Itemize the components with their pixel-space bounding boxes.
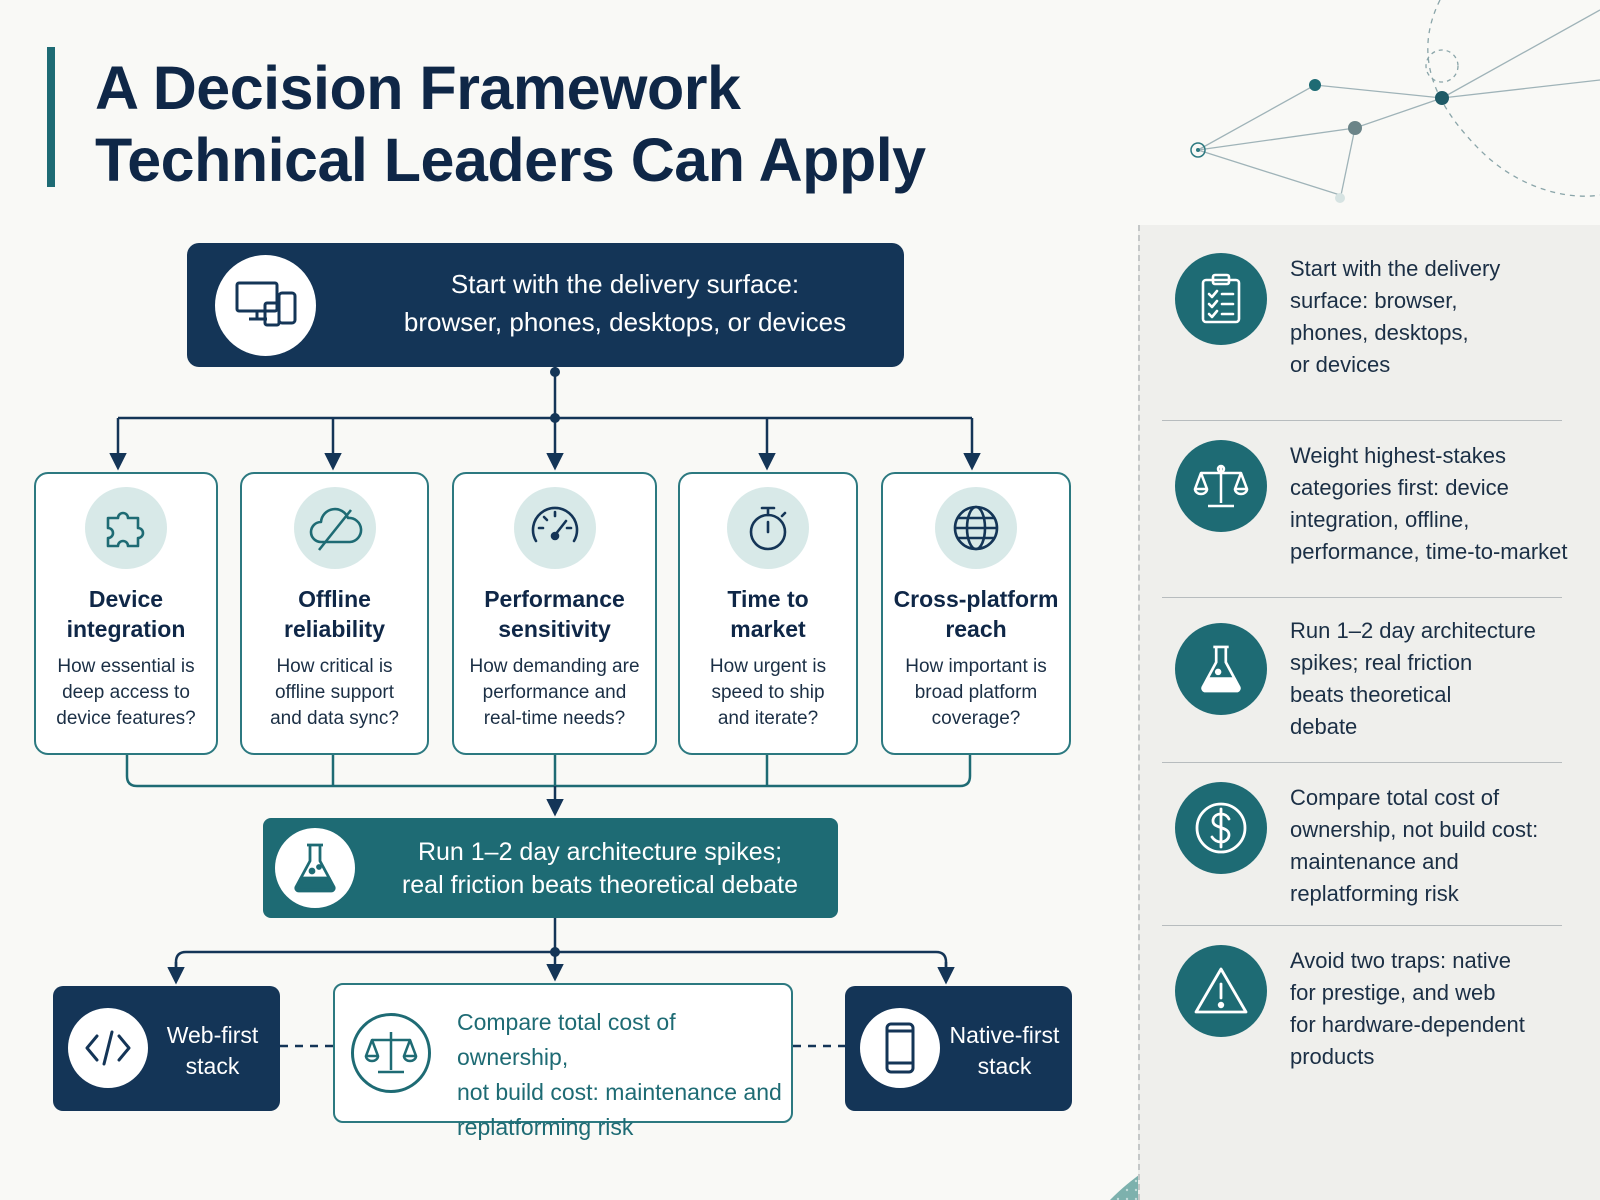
native-first-line-1: Native-first bbox=[949, 1022, 1060, 1048]
cost-line-3: replatforming risk bbox=[457, 1114, 634, 1140]
start-box-line-1: Start with the delivery surface: bbox=[450, 269, 800, 299]
summary-line: Avoid two traps: native bbox=[1290, 948, 1511, 973]
criterion-desc-2: offline support bbox=[274, 682, 394, 703]
stopwatch-icon bbox=[727, 487, 809, 569]
summary-line: beats theoretical bbox=[1290, 682, 1452, 707]
network-decoration bbox=[1197, 0, 1600, 201]
divider bbox=[1162, 420, 1562, 421]
divider bbox=[1162, 597, 1562, 598]
criterion-card-cross-platform-reach: Cross-platform reach How important is broa… bbox=[881, 472, 1071, 755]
total-cost-box: Compare total cost of ownership, not bui… bbox=[333, 983, 793, 1140]
summary-line: products bbox=[1290, 1044, 1375, 1069]
criterion-title-1: Time to bbox=[727, 586, 809, 612]
warning-icon bbox=[1175, 945, 1267, 1037]
criterion-desc-2: broad platform bbox=[914, 682, 1038, 703]
divider bbox=[1162, 762, 1562, 763]
criterion-card-device-integration: Device integration How essential is deep a… bbox=[34, 472, 218, 755]
code-icon bbox=[68, 1008, 148, 1088]
criterion-card-time-to-market: Time to market How urgent is speed to ship… bbox=[678, 472, 858, 755]
flask-icon bbox=[275, 828, 355, 908]
criterion-title-1: Performance bbox=[484, 586, 625, 612]
summary-line: maintenance and bbox=[1290, 849, 1459, 874]
native-first-stack-box: Native-first stack bbox=[845, 986, 1072, 1111]
native-first-line-2: stack bbox=[977, 1053, 1032, 1079]
gauge-icon bbox=[513, 487, 596, 569]
summary-line: for prestige, and web bbox=[1290, 980, 1496, 1005]
criterion-card-offline-reliability: Offline reliability How critical is offlin… bbox=[240, 472, 429, 755]
summary-line: phones, desktops, bbox=[1290, 320, 1469, 345]
criterion-desc-2: performance and bbox=[482, 682, 627, 703]
summary-line: Run 1–2 day architecture bbox=[1290, 618, 1536, 643]
summary-panel: Start with the delivery surface: browser… bbox=[1138, 225, 1600, 1200]
flask-icon bbox=[1175, 623, 1267, 715]
globe-icon bbox=[935, 487, 1017, 569]
criterion-desc-1: How important is bbox=[905, 656, 1047, 677]
divider bbox=[1162, 925, 1562, 926]
scale-icon bbox=[351, 1013, 431, 1093]
summary-line: ownership, not build cost: bbox=[1290, 817, 1539, 842]
devices-icon bbox=[215, 255, 316, 356]
summary-line: surface: browser, bbox=[1290, 288, 1458, 313]
criterion-title-1: Cross-platform bbox=[893, 586, 1059, 612]
criterion-title-2: reach bbox=[945, 616, 1007, 642]
criterion-desc-2: deep access to bbox=[62, 682, 190, 703]
summary-line: categories first: device bbox=[1290, 475, 1509, 500]
criterion-desc-2: speed to ship bbox=[711, 682, 825, 703]
criterion-title-2: integration bbox=[66, 616, 186, 642]
criterion-desc-3: device features? bbox=[56, 708, 196, 729]
title-line-1: A Decision Framework bbox=[95, 54, 741, 122]
criterion-desc-3: coverage? bbox=[931, 708, 1021, 729]
summary-line: Compare total cost of bbox=[1290, 785, 1500, 810]
cost-line-1: Compare total cost of ownership, bbox=[457, 1009, 676, 1070]
criterion-title-2: market bbox=[730, 616, 806, 642]
cloud-offline-icon bbox=[293, 487, 376, 569]
clipboard-checklist-icon bbox=[1175, 253, 1267, 345]
title-line-2: Technical Leaders Can Apply bbox=[95, 126, 926, 194]
dollar-icon bbox=[1175, 782, 1267, 874]
criterion-desc-3: and data sync? bbox=[270, 708, 399, 729]
smartphone-icon bbox=[860, 1008, 940, 1088]
criterion-title-1: Offline bbox=[298, 586, 371, 612]
criterion-title-1: Device bbox=[88, 586, 164, 612]
summary-line: replatforming risk bbox=[1290, 881, 1459, 906]
criterion-desc-3: real-time needs? bbox=[483, 708, 626, 729]
criterion-desc-1: How demanding are bbox=[469, 656, 640, 677]
title-accent-bar bbox=[47, 47, 55, 187]
page-title: A Decision Framework Technical Leaders C… bbox=[95, 52, 926, 196]
criterion-title-2: sensitivity bbox=[498, 616, 611, 642]
puzzle-icon bbox=[85, 487, 167, 569]
criterion-title-2: reliability bbox=[284, 616, 385, 642]
balance-scale-icon bbox=[1175, 440, 1267, 532]
summary-line: for hardware-dependent bbox=[1290, 1012, 1525, 1037]
criterion-desc-3: and iterate? bbox=[717, 708, 819, 729]
spike-box-line-2: real friction beats theoretical debate bbox=[401, 871, 799, 899]
criterion-desc-1: How critical is bbox=[276, 656, 393, 677]
criterion-card-performance-sensitivity: Performance sensitivity How demanding are… bbox=[452, 472, 657, 755]
summary-line: debate bbox=[1290, 714, 1358, 739]
architecture-spike-box: Run 1–2 day architecture spikes; real fr… bbox=[263, 818, 838, 918]
criterion-desc-1: How essential is bbox=[57, 656, 195, 677]
start-box-line-2: browser, phones, desktops, or devices bbox=[403, 307, 847, 337]
cost-line-2: not build cost: maintenance and bbox=[457, 1079, 782, 1105]
criterion-desc-1: How urgent is bbox=[709, 656, 827, 677]
spike-box-line-1: Run 1–2 day architecture spikes; bbox=[417, 838, 783, 866]
summary-line: integration, offline, bbox=[1290, 507, 1470, 532]
web-first-line-2: stack bbox=[185, 1053, 240, 1079]
start-delivery-surface-box: Start with the delivery surface: browser… bbox=[187, 243, 904, 367]
summary-line: Start with the delivery bbox=[1290, 256, 1501, 281]
summary-line: Weight highest-stakes bbox=[1290, 443, 1507, 468]
web-first-stack-box: Web-first stack bbox=[53, 986, 280, 1111]
summary-line: performance, time-to-market bbox=[1290, 539, 1568, 564]
summary-line: or devices bbox=[1290, 352, 1391, 377]
summary-line: spikes; real friction bbox=[1290, 650, 1473, 675]
web-first-line-1: Web-first bbox=[166, 1022, 259, 1048]
